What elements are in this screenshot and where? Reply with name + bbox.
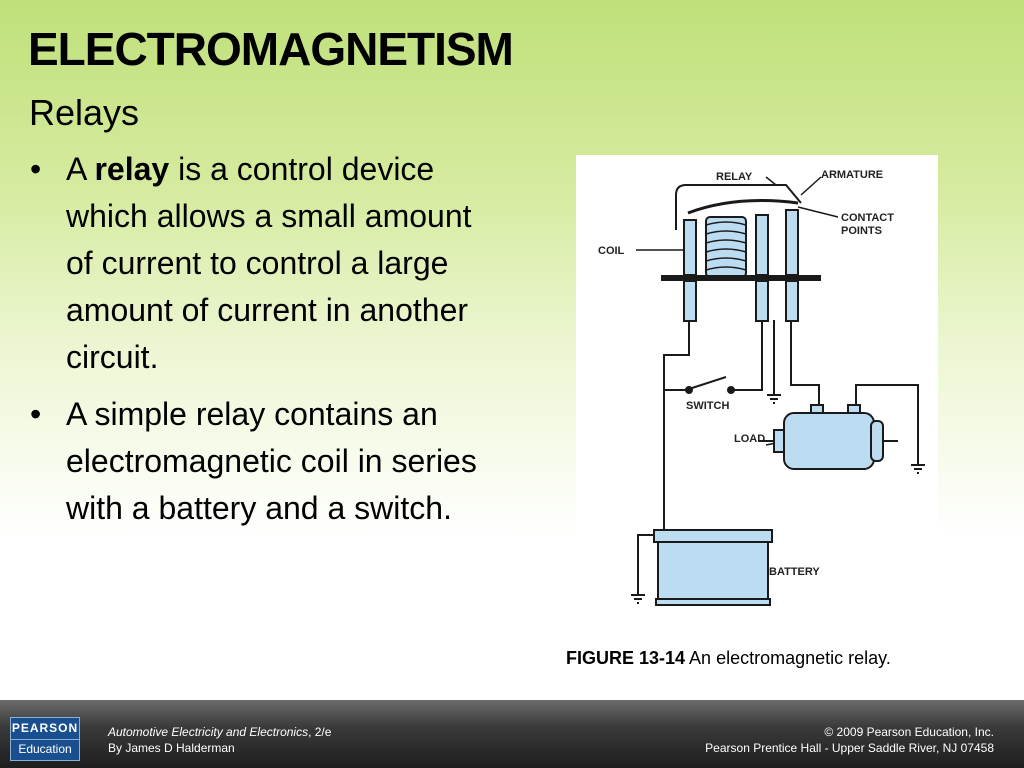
ground-icon xyxy=(767,394,781,404)
wire xyxy=(663,320,690,390)
slide-subtitle: Relays xyxy=(29,92,140,133)
coil-windings xyxy=(705,221,747,271)
relay-post xyxy=(683,280,697,322)
label-contact-points: POINTS xyxy=(841,225,882,237)
publisher: Pearson Prentice Hall - Upper Saddle Riv… xyxy=(705,741,994,755)
wire xyxy=(790,320,820,413)
relay-post xyxy=(755,280,769,322)
label-coil: COIL xyxy=(598,245,625,257)
relay-base xyxy=(661,275,821,281)
label-contact-points: CONTACT xyxy=(841,212,894,224)
switch-blade xyxy=(691,376,727,389)
relay-post xyxy=(785,209,799,276)
ground-icon xyxy=(631,594,645,604)
slide-title: ELECTROMAGNETISM xyxy=(28,23,514,75)
relay-outline xyxy=(675,184,802,230)
wire xyxy=(855,384,919,465)
switch-contact xyxy=(727,386,735,394)
bullet-list: • A relay is a control device which allo… xyxy=(30,146,500,542)
ground-icon xyxy=(911,464,925,474)
label-load: LOAD xyxy=(734,433,765,445)
bullet-item: • A relay is a control device which allo… xyxy=(30,146,500,381)
figure-caption: FIGURE 13-14 An electromagnetic relay. xyxy=(566,648,891,668)
copyright-info: © 2009 Pearson Education, Inc. Pearson P… xyxy=(705,724,994,756)
switch-contact xyxy=(685,386,693,394)
bold-term: relay xyxy=(94,151,170,187)
bullet-text: A relay is a control device which allows… xyxy=(66,151,472,375)
relay-post xyxy=(755,214,769,276)
wire xyxy=(637,390,665,595)
book-info: Automotive Electricity and Electronics, … xyxy=(108,725,332,755)
load-motor-icon xyxy=(759,404,898,470)
label-relay: RELAY xyxy=(716,171,753,183)
bullet-item: • A simple relay contains an electromagn… xyxy=(30,391,500,532)
wire xyxy=(734,320,763,391)
bullet-text: A simple relay contains an electromagnet… xyxy=(66,396,477,526)
label-battery: BATTERY xyxy=(769,566,820,578)
label-switch: SWITCH xyxy=(686,400,729,412)
bullet-icon: • xyxy=(30,396,42,432)
pearson-logo: PEARSON Education xyxy=(10,717,80,761)
footer-bar: PEARSON Education Automotive Electricity… xyxy=(0,700,1024,768)
book-title: Automotive Electricity and Electronics xyxy=(108,725,309,739)
bullet-icon: • xyxy=(30,151,42,187)
relay-post xyxy=(683,219,697,276)
armature xyxy=(687,199,799,215)
copyright: © 2009 Pearson Education, Inc. xyxy=(824,725,994,739)
relay-diagram: RELAY ARMATURE CONTACT POINTS COIL SWITC… xyxy=(576,155,938,615)
label-armature: ARMATURE xyxy=(821,169,883,181)
author: By James D Halderman xyxy=(108,741,235,755)
battery-icon xyxy=(653,529,773,606)
relay-diagram-svg: RELAY ARMATURE CONTACT POINTS COIL SWITC… xyxy=(598,169,925,606)
relay-post xyxy=(785,280,799,322)
